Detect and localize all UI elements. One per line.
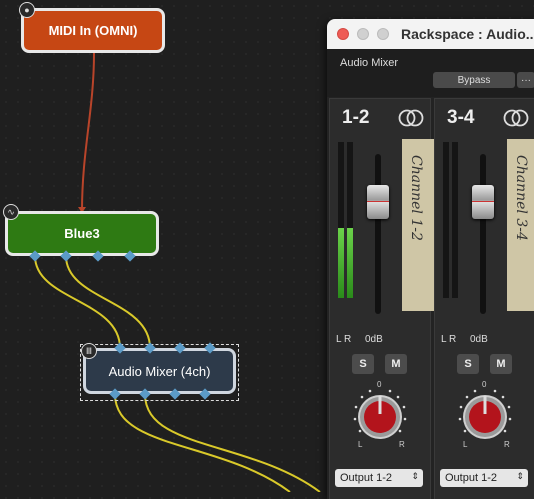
stereo-link-icon[interactable] (398, 109, 424, 127)
channel-strip-1-2: 1-2 Channel 1-2 L R 0dB S M 0 L R Outp (329, 98, 434, 499)
volume-fader-track[interactable] (480, 154, 486, 314)
pan-right-label: R (504, 440, 510, 449)
pan-center-label: 0 (377, 380, 382, 389)
rackspace-window: Rackspace : Audio... Audio Mixer Bypass … (327, 19, 534, 499)
bypass-button[interactable]: Bypass (433, 72, 515, 88)
db-readout: 0dB (365, 334, 383, 345)
output-select[interactable]: Output 1-2 ⇕ (440, 469, 528, 487)
lr-label: L R (336, 334, 352, 345)
stereo-link-icon[interactable] (503, 109, 529, 127)
minimize-button[interactable] (357, 28, 369, 40)
audio-wire[interactable] (114, 393, 291, 492)
pan-right-label: R (399, 440, 405, 449)
audio-wire[interactable] (34, 255, 121, 349)
output-value: Output 1-2 (340, 472, 392, 484)
midi-port-icon: ● (19, 2, 35, 18)
midi-wire-arrow (78, 207, 86, 213)
strip-name: 1-2 (342, 107, 370, 128)
level-meter-left (443, 142, 449, 298)
audio-wire[interactable] (144, 393, 321, 492)
window-title: Rackspace : Audio... (401, 26, 534, 42)
pan-knob[interactable] (348, 379, 412, 451)
mute-button[interactable]: M (490, 354, 512, 374)
pan-left-label: L (463, 440, 468, 449)
mute-button[interactable]: M (385, 354, 407, 374)
plugin-name: Audio Mixer (340, 57, 399, 69)
scribble-strip (507, 139, 534, 311)
selection-outline (80, 344, 239, 401)
volume-fader-handle[interactable] (472, 185, 494, 219)
level-meter-left (338, 142, 344, 298)
scribble-label: Channel 1-2 (408, 155, 424, 241)
lr-label: L R (441, 334, 457, 345)
zoom-button[interactable] (377, 28, 389, 40)
plugin-header: Audio Mixer Bypass ··· (327, 49, 534, 97)
channel-strip-3-4: 3-4 Channel 3-4 L R 0dB S M 0 L R Outp (434, 98, 534, 499)
blue3-node[interactable]: Blue3 (5, 211, 159, 256)
pan-center-label: 0 (482, 380, 487, 389)
midi-wire[interactable] (81, 52, 95, 212)
chevron-updown-icon: ⇕ (516, 471, 524, 481)
volume-fader-track[interactable] (375, 154, 381, 314)
chevron-updown-icon: ⇕ (411, 471, 419, 481)
blue3-label: Blue3 (64, 226, 100, 241)
audio-wire[interactable] (65, 255, 151, 349)
scribble-label: Channel 3-4 (513, 155, 529, 241)
close-button[interactable] (337, 28, 349, 40)
midi-in-node[interactable]: MIDI In (OMNI) (21, 8, 165, 53)
strip-name: 3-4 (447, 107, 475, 128)
meter-fill (338, 227, 344, 298)
solo-button[interactable]: S (457, 354, 479, 374)
midi-in-label: MIDI In (OMNI) (48, 23, 138, 38)
mixer-icon: Ⅲ (81, 343, 97, 359)
more-options-button[interactable]: ··· (517, 72, 534, 88)
window-titlebar[interactable]: Rackspace : Audio... (327, 19, 534, 49)
pan-knob[interactable] (453, 379, 517, 451)
scribble-strip (402, 139, 434, 311)
audio-mixer-node[interactable]: Audio Mixer (4ch) (83, 348, 236, 394)
audio-mixer-label: Audio Mixer (4ch) (108, 363, 211, 379)
meter-fill (347, 227, 353, 298)
pan-left-label: L (358, 440, 363, 449)
wave-icon: ∿ (3, 204, 19, 220)
level-meter-right (347, 142, 353, 298)
volume-fader-handle[interactable] (367, 185, 389, 219)
output-select[interactable]: Output 1-2 ⇕ (335, 469, 423, 487)
solo-button[interactable]: S (352, 354, 374, 374)
level-meter-right (452, 142, 458, 298)
db-readout: 0dB (470, 334, 488, 345)
output-value: Output 1-2 (445, 472, 497, 484)
